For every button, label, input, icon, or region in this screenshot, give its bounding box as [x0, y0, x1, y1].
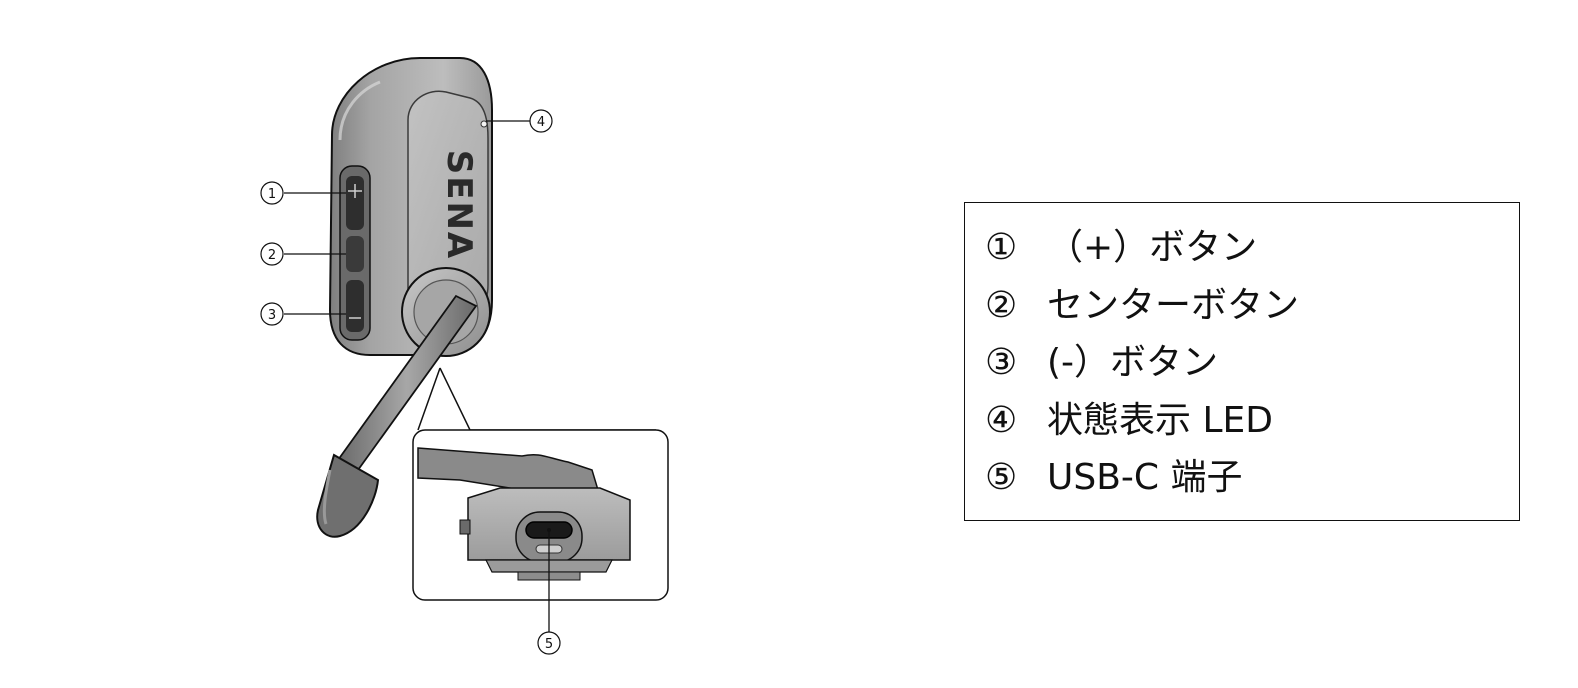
legend-marker: ④: [985, 399, 1018, 441]
legend-marker: ①: [985, 227, 1018, 268]
svg-text:5: 5: [545, 637, 553, 652]
svg-text:1: 1: [268, 187, 276, 202]
svg-text:2: 2: [268, 248, 276, 263]
legend-box: ① （+）ボタン ② センターボタン ③ (-）ボタン ④ 状態表示 LED ⑤…: [964, 202, 1520, 521]
side-button-strip: [339, 165, 371, 341]
legend-item: ② センターボタン: [965, 277, 1519, 335]
legend-label: （+）ボタン: [1047, 227, 1258, 268]
legend-label: センターボタン: [1047, 284, 1300, 326]
legend-item: ⑤ USB-C 端子: [965, 449, 1519, 507]
legend-marker: ⑤: [985, 457, 1018, 498]
legend-label: 状態表示 LED: [1047, 399, 1273, 441]
brand-logo: SENA: [439, 150, 479, 260]
callouts: [284, 120, 550, 632]
callout-4-marker: 4: [529, 109, 553, 133]
legend-item: ④ 状態表示 LED: [965, 392, 1519, 450]
callout-5-marker: 5: [537, 631, 561, 655]
legend-item: ③ (-）ボタン: [965, 334, 1519, 392]
status-led: [480, 120, 488, 128]
boom-microphone: [316, 267, 491, 538]
legend-label: (-）ボタン: [1047, 342, 1219, 383]
legend-item: ① （+）ボタン: [965, 219, 1519, 277]
legend-marker: ②: [985, 284, 1018, 326]
svg-text:3: 3: [268, 308, 276, 323]
svg-text:4: 4: [537, 115, 545, 130]
callout-1-marker: 1: [260, 181, 284, 205]
legend-label: USB-C 端子: [1047, 457, 1243, 498]
usb-c-inset: [412, 367, 669, 601]
callout-2-marker: 2: [260, 242, 284, 266]
legend-marker: ③: [985, 342, 1018, 383]
callout-3-marker: 3: [260, 302, 284, 326]
